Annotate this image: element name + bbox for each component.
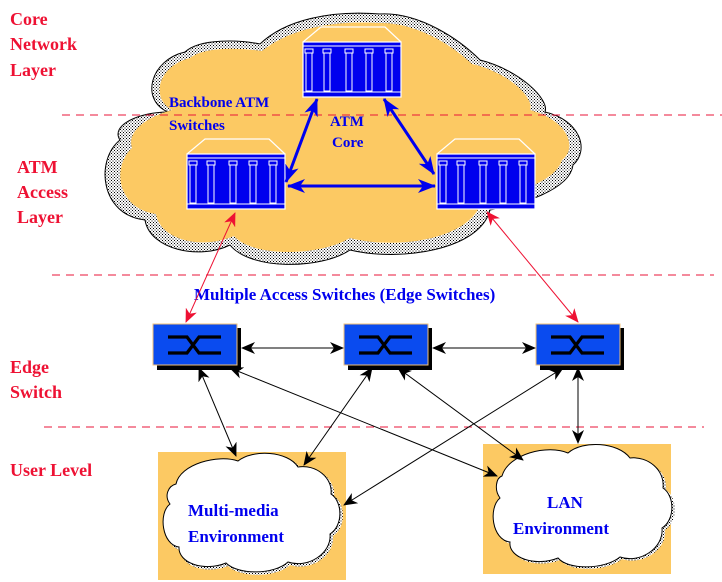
link-edge-middle-multimedia — [303, 367, 373, 466]
link-edge-right-multimedia — [343, 367, 564, 506]
layer-label-edge-switch: Edge Switch — [10, 357, 62, 402]
atm-slots — [304, 48, 394, 92]
link-atm-right-edge-right — [486, 211, 579, 323]
edge-switch-left[interactable] — [152, 323, 241, 370]
crossover-icon — [551, 335, 604, 355]
atm-switch-right[interactable] — [436, 138, 536, 210]
crossover-icon — [359, 335, 412, 355]
edge-switches-title: Multiple Access Switches (Edge Switches) — [194, 285, 495, 304]
link-atm-left-edge-left — [185, 212, 236, 323]
link-edge-middle-lan — [397, 367, 524, 461]
crossover-icon — [168, 335, 221, 355]
atm-switch-left[interactable] — [186, 138, 286, 210]
link-edge-left-multimedia — [198, 367, 237, 457]
backbone-atm-switches-label: Backbone ATM Switches — [169, 95, 273, 134]
layer-label-user-level: User Level — [10, 460, 92, 480]
layer-label-atm-access: ATM Access Layer — [17, 157, 72, 227]
atm-slots — [438, 160, 528, 204]
layer-label-core-network: Core Network Layer — [10, 9, 81, 80]
edge-switch-middle[interactable] — [343, 323, 432, 370]
lan-environment — [483, 443, 675, 574]
atm-roof — [302, 26, 402, 43]
atm-switch-top[interactable] — [302, 26, 402, 98]
link-core-top-right — [382, 98, 436, 175]
link-core-top-left — [284, 98, 319, 183]
multimedia-environment-label: Multi-media Environment — [188, 501, 284, 546]
atm-core-label: ATM Core — [330, 114, 368, 151]
atm-slots — [188, 160, 278, 204]
edge-switch-right[interactable] — [535, 323, 624, 370]
